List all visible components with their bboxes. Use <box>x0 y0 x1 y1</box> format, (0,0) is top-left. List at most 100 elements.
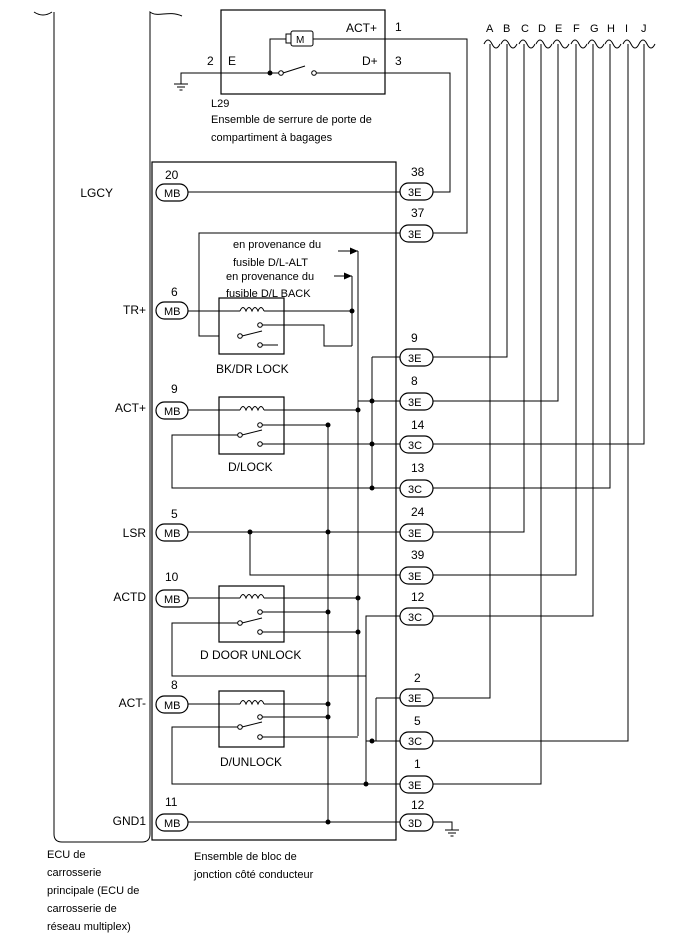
svg-text:3E: 3E <box>408 229 421 241</box>
offpage-wire-ends <box>483 39 656 49</box>
svg-text:carrosserie de: carrosserie de <box>47 903 117 915</box>
svg-text:MB: MB <box>164 306 181 318</box>
svg-text:10: 10 <box>165 570 179 584</box>
svg-text:M: M <box>296 35 304 46</box>
svg-text:24: 24 <box>411 505 425 519</box>
svg-text:5: 5 <box>414 714 421 728</box>
svg-text:carrosserie: carrosserie <box>47 867 101 879</box>
lock-assembly-caption: Ensemble de serrure de porte de comparti… <box>211 114 372 144</box>
junction-block-caption: Ensemble de bloc de jonction côté conduc… <box>193 851 314 881</box>
ground-icon <box>174 83 188 91</box>
svg-text:12: 12 <box>411 798 425 812</box>
svg-text:LGCY: LGCY <box>80 186 113 200</box>
svg-text:3E: 3E <box>408 397 421 409</box>
svg-text:D: D <box>538 23 546 35</box>
svg-text:compartiment à bagages: compartiment à bagages <box>211 132 333 144</box>
svg-text:3E: 3E <box>408 571 421 583</box>
svg-text:3C: 3C <box>408 440 422 452</box>
svg-text:ACTD: ACTD <box>113 590 146 604</box>
svg-text:jonction côté conducteur: jonction côté conducteur <box>193 869 314 881</box>
svg-text:2: 2 <box>414 671 421 685</box>
svg-text:G: G <box>590 23 599 35</box>
svg-text:8: 8 <box>411 374 418 388</box>
svg-text:E: E <box>555 23 562 35</box>
svg-text:GND1: GND1 <box>113 814 147 828</box>
svg-text:H: H <box>607 23 615 35</box>
relay-bk-dr-lock: BK/DR LOCK <box>216 297 289 376</box>
svg-text:Ensemble de serrure de porte d: Ensemble de serrure de porte de <box>211 114 372 126</box>
lock-pin-num-d: 3 <box>395 54 402 68</box>
svg-text:3E: 3E <box>408 780 421 792</box>
lock-pin-label-e: E <box>228 54 236 68</box>
svg-text:I: I <box>625 23 628 35</box>
svg-text:J: J <box>641 23 647 35</box>
lock-assembly-id: L29 <box>211 98 229 110</box>
lock-pin-label-d: D+ <box>362 54 378 68</box>
svg-text:8: 8 <box>171 678 178 692</box>
svg-text:D DOOR UNLOCK: D DOOR UNLOCK <box>200 648 301 662</box>
svg-text:ACT-: ACT- <box>119 696 146 710</box>
svg-text:MB: MB <box>164 188 181 200</box>
svg-text:fusible D/L-ALT: fusible D/L-ALT <box>233 257 308 269</box>
offpage-letters: A B C D E F G H I J <box>486 23 647 35</box>
relay-d-door-unlock: D DOOR UNLOCK <box>200 585 301 662</box>
svg-text:3E: 3E <box>408 187 421 199</box>
svg-text:MB: MB <box>164 528 181 540</box>
svg-text:9: 9 <box>171 382 178 396</box>
svg-text:C: C <box>521 23 529 35</box>
svg-text:B: B <box>503 23 510 35</box>
svg-text:3C: 3C <box>408 484 422 496</box>
svg-text:D/UNLOCK: D/UNLOCK <box>220 755 282 769</box>
svg-text:LSR: LSR <box>123 526 147 540</box>
ecu-caption: ECU de carrosserie principale (ECU de ca… <box>47 849 139 933</box>
svg-text:TR+: TR+ <box>123 303 146 317</box>
svg-text:3E: 3E <box>408 528 421 540</box>
svg-text:1: 1 <box>414 757 421 771</box>
svg-text:ECU de: ECU de <box>47 849 86 861</box>
svg-text:5: 5 <box>171 507 178 521</box>
svg-text:ACT+: ACT+ <box>115 401 146 415</box>
svg-text:MB: MB <box>164 594 181 606</box>
lock-pin-label-act: ACT+ <box>346 21 377 35</box>
lock-pin-num-act: 1 <box>395 20 402 34</box>
svg-text:14: 14 <box>411 418 425 432</box>
svg-text:3C: 3C <box>408 612 422 624</box>
svg-text:20: 20 <box>165 168 179 182</box>
svg-text:A: A <box>486 23 494 35</box>
svg-text:D/LOCK: D/LOCK <box>228 460 273 474</box>
svg-text:3C: 3C <box>408 736 422 748</box>
svg-text:6: 6 <box>171 285 178 299</box>
svg-text:en provenance du: en provenance du <box>233 239 321 251</box>
svg-text:3D: 3D <box>408 818 422 830</box>
svg-text:12: 12 <box>411 590 425 604</box>
svg-text:37: 37 <box>411 206 425 220</box>
junction-connectors: 38 3E 37 3E 9 3E 8 3E 14 3C 13 3C 24 3E … <box>399 165 434 832</box>
svg-text:3E: 3E <box>408 693 421 705</box>
ecu-outline <box>33 11 183 843</box>
svg-text:BK/DR LOCK: BK/DR LOCK <box>216 362 289 376</box>
lock-pin-num-e: 2 <box>207 54 214 68</box>
fuse-note-back: en provenance du fusible D/L BACK <box>226 271 314 300</box>
svg-text:principale (ECU de: principale (ECU de <box>47 885 139 897</box>
lock-assembly-box <box>220 9 386 95</box>
svg-text:fusible D/L BACK: fusible D/L BACK <box>226 288 311 300</box>
svg-text:13: 13 <box>411 461 425 475</box>
svg-text:11: 11 <box>165 795 178 809</box>
fuse-note-alt: en provenance du fusible D/L-ALT <box>233 239 321 269</box>
svg-text:39: 39 <box>411 548 425 562</box>
svg-text:9: 9 <box>411 331 418 345</box>
lock-switch-icon <box>267 65 317 76</box>
svg-text:MB: MB <box>164 700 181 712</box>
svg-text:MB: MB <box>164 406 181 418</box>
relay-d-unlock: D/UNLOCK <box>218 690 285 769</box>
svg-text:en provenance du: en provenance du <box>226 271 314 283</box>
svg-text:Ensemble de bloc de: Ensemble de bloc de <box>194 851 297 863</box>
ground-icon <box>445 829 459 837</box>
svg-text:F: F <box>573 23 580 35</box>
svg-text:3E: 3E <box>408 353 421 365</box>
svg-text:réseau multiplex): réseau multiplex) <box>47 921 131 933</box>
ecu-pins: LGCY 20 MB TR+ 6 MB ACT+ 9 MB LSR 5 MB A… <box>80 168 189 832</box>
svg-text:MB: MB <box>164 818 181 830</box>
svg-text:38: 38 <box>411 165 425 179</box>
